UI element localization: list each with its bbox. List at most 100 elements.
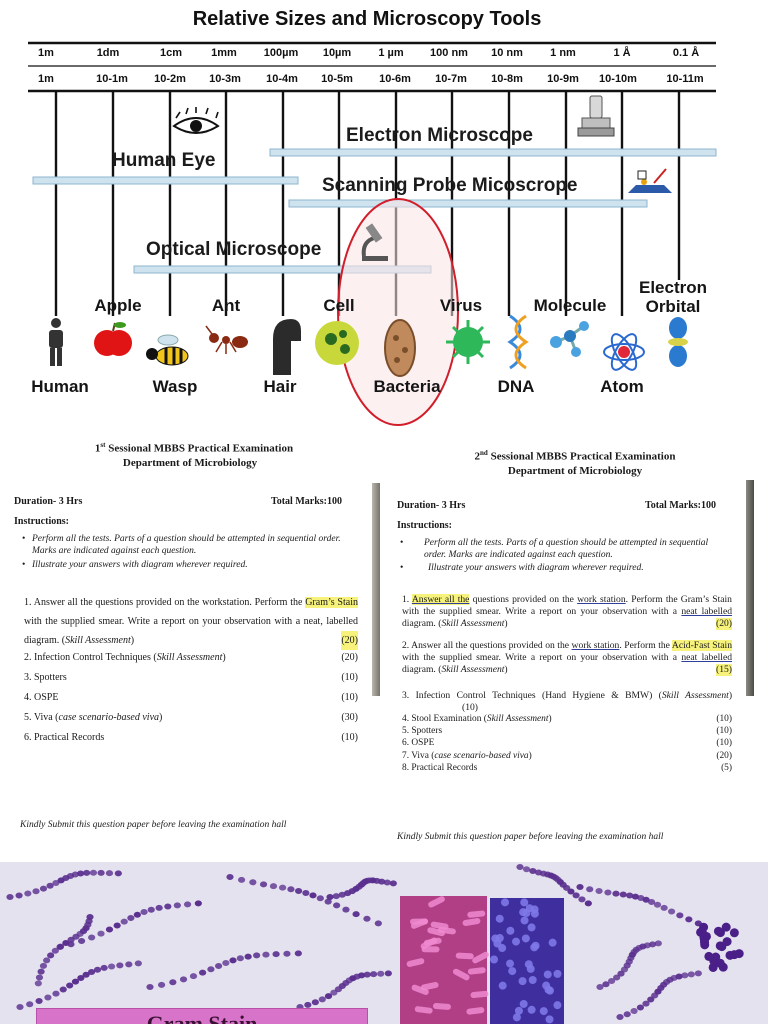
- coccus-dot: [529, 868, 537, 875]
- unit-label: 10 nm: [491, 47, 523, 59]
- duration-text: Duration- 3 Hrs: [397, 499, 466, 511]
- coccus-dot: [71, 978, 80, 985]
- photo-edge-strip: [372, 483, 380, 696]
- coccus-dot: [194, 900, 202, 907]
- coccus-dot: [229, 957, 237, 964]
- coccus-dot: [578, 896, 586, 903]
- coccus-dot: [294, 887, 303, 894]
- coccus-dot: [318, 996, 326, 1003]
- coccus-blue: [514, 1006, 523, 1015]
- coccus-cluster: [721, 922, 731, 932]
- coccus-dot: [114, 870, 122, 877]
- coccus-dot: [694, 970, 702, 977]
- coccus-dot: [32, 888, 40, 895]
- coccus-dot: [676, 912, 684, 919]
- coccus-dot: [687, 971, 695, 978]
- rod-bacterium: [438, 926, 456, 935]
- micrograph-graphics: [6, 864, 744, 1024]
- coccus-dot: [105, 926, 114, 933]
- coccus-dot: [316, 895, 324, 902]
- rod-bacterium: [427, 927, 445, 937]
- coccus-dot: [237, 876, 246, 883]
- coccus-dot: [164, 903, 172, 910]
- coccus-dot: [384, 970, 392, 977]
- instructions-heading: Instructions:: [14, 515, 70, 527]
- coccus-dot: [324, 898, 332, 905]
- electron-orbital-icon: [668, 317, 688, 367]
- coccus-dot: [100, 964, 108, 971]
- exponent-label: 10-11m: [666, 73, 704, 85]
- coccus-dot: [378, 878, 386, 885]
- coccus-cluster: [704, 951, 714, 961]
- coccus-dot: [259, 881, 268, 888]
- coccus-dot: [35, 998, 43, 1005]
- coccus-dot: [169, 979, 177, 986]
- coccus-dot: [630, 1008, 638, 1015]
- coccus-dot: [685, 916, 693, 923]
- rod-bacterium: [411, 984, 429, 995]
- coccus-cluster: [711, 952, 721, 962]
- coccus-dot: [62, 939, 70, 946]
- rod-bacterium: [452, 968, 470, 981]
- coccus-dot: [681, 972, 689, 979]
- coccus-dot: [82, 971, 90, 978]
- question-2: 2. Answer all the questions provided on …: [402, 639, 733, 676]
- coccus-dot: [516, 864, 524, 870]
- instruction-bullet: Perform all the tests. Parts of a questi…: [392, 537, 738, 561]
- coccus-dot: [37, 968, 45, 975]
- coccus-dot: [77, 938, 86, 945]
- coccus-dot: [133, 911, 141, 918]
- coccus-dot: [595, 888, 603, 895]
- rod-bacterium: [467, 910, 486, 918]
- marks: (20): [716, 617, 732, 630]
- question-row: 7. Viva (case scenario-based viva)(20): [402, 750, 732, 761]
- question-row: 6. Practical Records(10): [24, 731, 358, 743]
- human-eye-label: Human Eye: [112, 150, 216, 171]
- coccus-dot: [302, 889, 310, 896]
- coccus-dot: [56, 943, 65, 950]
- coccus-dot: [311, 999, 319, 1006]
- total-marks-text: Total Marks:100: [270, 495, 342, 507]
- coccus-blue: [527, 923, 536, 932]
- question-3: 3. Infection Control Techniques (Hand Hy…: [402, 689, 733, 713]
- coccus-dot: [89, 869, 98, 876]
- bacteria-icon: [384, 319, 416, 377]
- coccus-dot: [107, 963, 116, 970]
- coccus-dot: [612, 890, 620, 897]
- optical-microscope-label: Optical Microscope: [146, 239, 322, 260]
- unit-label: 1 µm: [378, 47, 404, 59]
- optical-microscope-icon: [361, 223, 388, 261]
- molecule-label: Molecule: [533, 296, 607, 315]
- coccus-blue: [553, 1001, 562, 1010]
- marks: (15): [716, 663, 732, 676]
- atom-icon: [603, 333, 645, 371]
- coccus-dot: [660, 904, 668, 911]
- coccus-dot: [44, 994, 52, 1001]
- exponent-label: 10-5m: [321, 73, 353, 85]
- human-icon: [49, 318, 63, 366]
- paper-footer: Kindly Submit this question paper before…: [20, 820, 287, 830]
- rod-bacterium: [432, 1003, 451, 1010]
- coccus-dot: [283, 950, 291, 957]
- coccus-cluster: [722, 937, 732, 947]
- coccus-dot: [83, 869, 91, 876]
- unit-label: 1 Å: [613, 47, 631, 59]
- coccus-cluster: [713, 926, 723, 936]
- cell-icon: [315, 321, 359, 365]
- coccus-dot: [363, 971, 371, 978]
- coccus-blue: [495, 914, 504, 923]
- coccus-dot: [67, 936, 75, 943]
- wasp-label: Wasp: [152, 377, 198, 396]
- coccus-dot: [253, 952, 261, 959]
- paper-meta-row: Duration- 3 Hrs Total Marks:100: [14, 496, 366, 510]
- coccus-dot: [642, 1000, 650, 1007]
- coccus-cluster: [708, 962, 718, 972]
- coccus-dot: [43, 957, 51, 964]
- coccus-dot: [189, 973, 198, 980]
- coccus-blue: [543, 970, 552, 979]
- coccus-dot: [113, 922, 121, 929]
- dna-icon: [507, 314, 529, 370]
- coccus-dot: [287, 886, 295, 893]
- exponent-label: 10-7m: [435, 73, 467, 85]
- instruction-bullet: Illustrate your answers with diagram whe…: [14, 559, 366, 571]
